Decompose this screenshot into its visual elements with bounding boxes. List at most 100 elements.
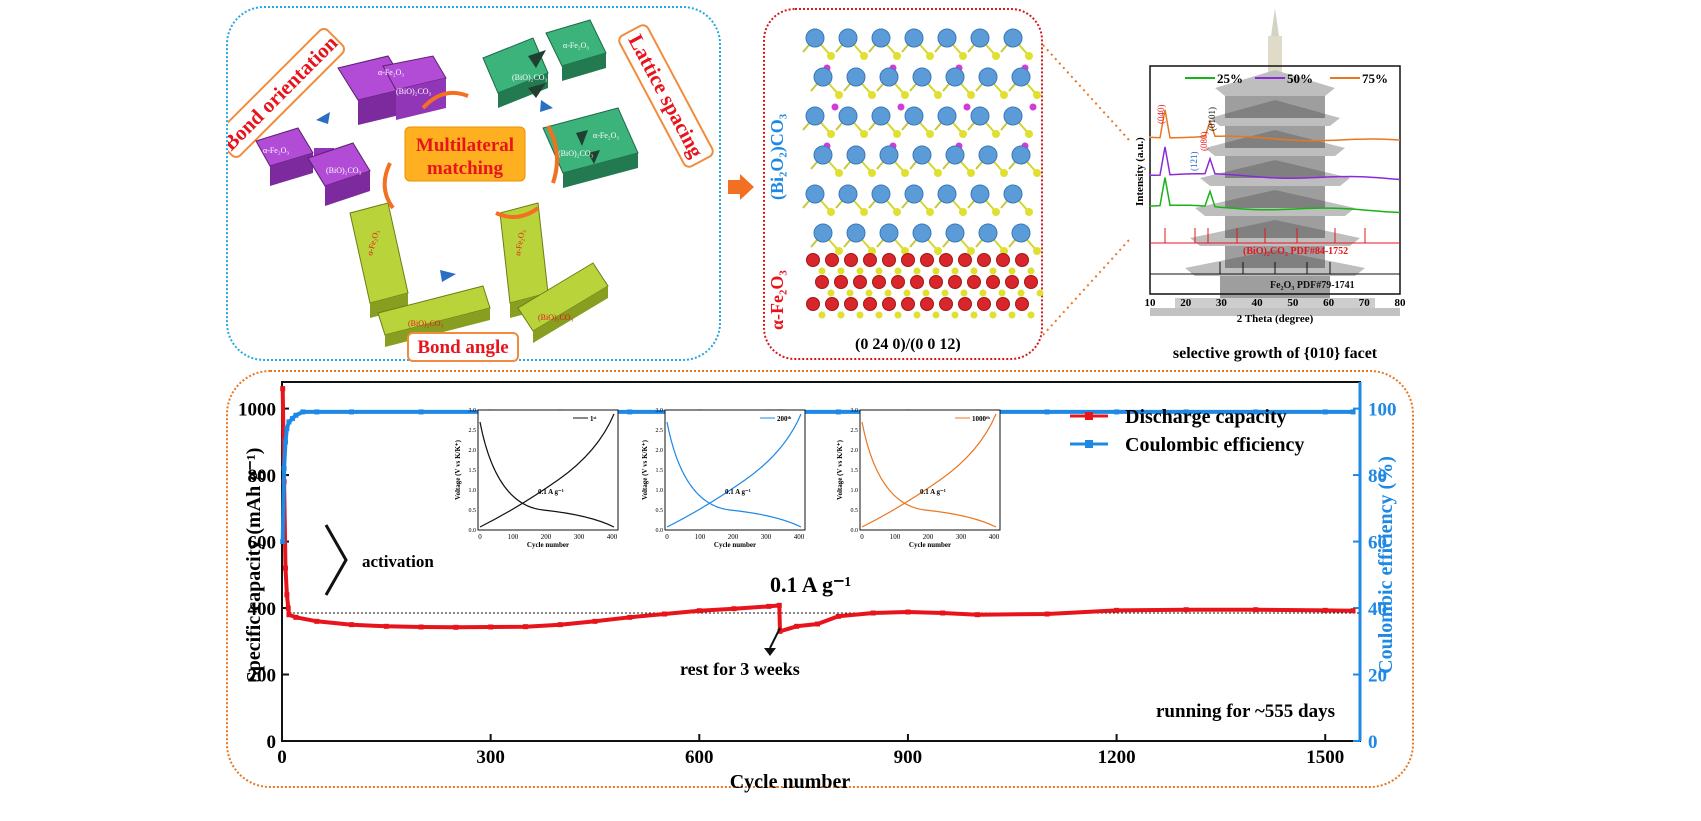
oxygen-atom xyxy=(992,52,1000,60)
bismuth-atom xyxy=(838,28,858,48)
discharge-capacity-point xyxy=(488,624,494,630)
block-label-bi-1: (BiO)₂CO₃ xyxy=(396,87,432,96)
bismuth-atom xyxy=(970,106,990,126)
iron-atom xyxy=(996,253,1010,267)
x-tick-label: 900 xyxy=(894,747,923,768)
multilateral-label: Multilateral xyxy=(416,135,514,156)
bismuth-atom xyxy=(945,223,965,243)
facet-caption: (0 24 0)/(0 0 12) xyxy=(855,336,961,353)
bismuth-atom xyxy=(937,28,957,48)
oxygen-atom xyxy=(860,130,868,138)
bismuth-atom xyxy=(1011,145,1031,165)
oxygen-atom xyxy=(894,267,902,275)
coulombic-efficiency-point xyxy=(1114,409,1120,415)
bismuth-atom xyxy=(1003,184,1023,204)
matching-label: matching xyxy=(427,158,504,179)
oxygen-atom xyxy=(818,311,826,319)
bismuth-atom xyxy=(805,184,825,204)
bismuth-atom xyxy=(970,184,990,204)
iron-atom xyxy=(882,297,896,311)
oxygen-atom xyxy=(903,289,911,297)
iron-atom xyxy=(806,253,820,267)
inset-legend: 200ᵗʰ xyxy=(777,415,792,423)
running-label: running for ~555 days xyxy=(1156,701,1335,722)
coulombic-efficiency-point xyxy=(418,409,424,415)
oxygen-atom xyxy=(1036,289,1044,297)
iron-atom xyxy=(920,297,934,311)
inset-ytick-label: 0.5 xyxy=(656,508,664,514)
inset-xtick-label: 100 xyxy=(508,533,519,541)
iron-atom xyxy=(825,297,839,311)
carbon-atom xyxy=(963,103,971,111)
bismuth-atom xyxy=(1003,106,1023,126)
bismuth-atom xyxy=(838,184,858,204)
y-left-tick-label: 600 xyxy=(248,533,277,554)
discharge-capacity-point xyxy=(777,628,783,634)
iron-atom xyxy=(939,253,953,267)
discharge-capacity-point xyxy=(940,610,946,616)
iron-atom xyxy=(882,253,896,267)
bismuth-atom xyxy=(879,223,899,243)
coulombic-efficiency-point xyxy=(282,439,288,445)
bismuth-atom xyxy=(937,106,957,126)
discharge-capacity-point xyxy=(314,618,320,624)
y-right-tick-label: 40 xyxy=(1368,599,1387,620)
iron-atom xyxy=(853,275,867,289)
iron-atom xyxy=(901,253,915,267)
inset-ytick-label: 1.5 xyxy=(851,468,859,474)
legend-marker-ce xyxy=(1085,440,1093,448)
inset-ytick-label: 1.5 xyxy=(469,468,477,474)
pagoda-illustration xyxy=(1150,8,1400,316)
bismuth-atom xyxy=(912,223,932,243)
arrow-icon xyxy=(540,100,553,112)
inset-ytick-label: 3.0 xyxy=(656,408,664,414)
oxygen-atom xyxy=(818,267,826,275)
inset-xtick-label: 400 xyxy=(794,533,805,541)
next-arrow-icon xyxy=(728,174,754,200)
coulombic-efficiency-point xyxy=(1183,409,1189,415)
inset-ytick-label: 1.0 xyxy=(656,488,664,494)
oxygen-atom xyxy=(959,52,967,60)
discharge-capacity-point xyxy=(974,612,980,618)
legend-ce: Coulombic efficiency xyxy=(1125,434,1304,456)
inset-ylabel: Voltage (V vs K/K⁺) xyxy=(836,439,844,500)
rest-arrow-icon xyxy=(769,627,781,649)
block-label-fe-4: α-Fe₂O₃ xyxy=(593,131,619,140)
inset-rate-label: 0.1 A g⁻¹ xyxy=(538,488,564,496)
iron-atom xyxy=(1015,297,1029,311)
bismuth-atom xyxy=(912,67,932,87)
bismuth-atom xyxy=(937,184,957,204)
bismuth-atom xyxy=(846,223,866,243)
peak-0101: (0101) xyxy=(1207,107,1217,131)
inset-ytick-label: 2.5 xyxy=(469,428,477,434)
oxygen-atom xyxy=(827,289,835,297)
inset-charge-curve xyxy=(479,413,615,528)
bismuth-atom xyxy=(912,145,932,165)
inset-xlabel: Cycle number xyxy=(714,541,756,549)
inset-xtick-label: 400 xyxy=(989,533,1000,541)
bismuth-atom xyxy=(838,106,858,126)
oxygen-atom xyxy=(992,208,1000,216)
coulombic-efficiency-line xyxy=(280,409,1353,542)
bismuth-atom xyxy=(970,28,990,48)
discharge-capacity-point xyxy=(1350,608,1356,614)
discharge-capacity-point xyxy=(870,610,876,616)
inset-discharge-curve xyxy=(479,421,615,528)
discharge-capacity-point xyxy=(349,622,355,628)
xrd-xtick-label: 40 xyxy=(1252,297,1264,309)
block-label-fe-3: α-Fe₂O₃ xyxy=(563,41,589,50)
oxygen-atom xyxy=(835,169,843,177)
xrd-pattern-line xyxy=(1149,109,1401,142)
iron-atom xyxy=(1015,253,1029,267)
oxygen-atom xyxy=(901,247,909,255)
inset-xtick-label: 300 xyxy=(574,533,585,541)
inset-xtick-label: 400 xyxy=(607,533,618,541)
inset-frame xyxy=(859,409,1001,531)
y-left-tick-label: 400 xyxy=(248,599,277,620)
oxygen-atom xyxy=(1000,91,1008,99)
inset-ytick-label: 0.5 xyxy=(469,508,477,514)
oxygen-atom xyxy=(901,91,909,99)
inset-xtick-label: 0 xyxy=(478,533,482,541)
oxygen-atom xyxy=(970,311,978,319)
